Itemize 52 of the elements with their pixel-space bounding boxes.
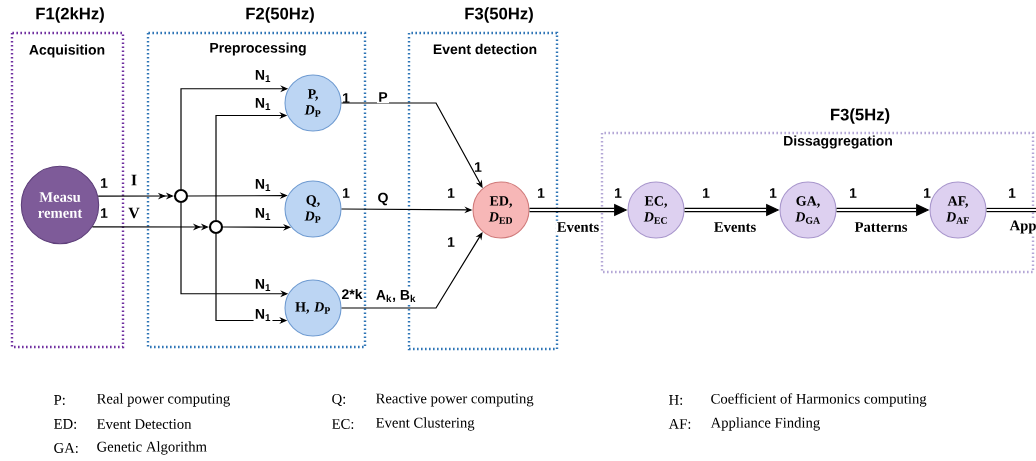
edge-label: A$_{k}$, B$_{k}$ bbox=[374, 288, 418, 304]
legend-description: Genetic Algorithm bbox=[97, 441, 207, 455]
legend-abbreviation: GA: bbox=[54, 443, 78, 453]
port-number: 1 bbox=[770, 188, 777, 198]
legend-abbreviation: EC: bbox=[332, 419, 354, 429]
edge-label: N$_{1}$ bbox=[253, 206, 273, 222]
group-heading: Event detection bbox=[433, 43, 537, 55]
edge-label: Events bbox=[712, 220, 758, 234]
frequency-title: F1(2kHz) bbox=[36, 7, 104, 23]
edge-label: I bbox=[129, 173, 139, 187]
legend-description: Event Detection bbox=[97, 419, 192, 429]
legend-abbreviation: P: bbox=[54, 395, 65, 405]
port-number: 1 bbox=[101, 208, 108, 218]
legend-description: Reactive power computing bbox=[376, 393, 534, 407]
legend-abbreviation: AF: bbox=[668, 419, 691, 429]
edge-label: Q bbox=[376, 191, 390, 207]
port-number: 1 bbox=[343, 188, 350, 198]
legend-description: Coefficient of Harmonics computing bbox=[711, 393, 927, 407]
port-number: 1 bbox=[538, 188, 545, 198]
group-heading: Acquisition bbox=[29, 44, 105, 58]
legend-abbreviation: H: bbox=[669, 395, 683, 405]
port-number: 1 bbox=[448, 188, 455, 198]
edge-label: Events bbox=[555, 220, 601, 234]
edge-label: P bbox=[377, 90, 389, 104]
edge-label: App bbox=[1008, 219, 1036, 235]
port-number: 1 bbox=[475, 162, 482, 172]
legend-abbreviation: Q: bbox=[332, 393, 346, 407]
legend-description: Real power computing bbox=[97, 393, 230, 407]
edge-label: N$_{1}$ bbox=[253, 68, 273, 84]
legend-description: Event Clustering bbox=[376, 417, 475, 431]
frequency-title: F2(50Hz) bbox=[246, 7, 314, 23]
port-number: 1 bbox=[615, 188, 622, 198]
port-number: 1 bbox=[343, 93, 350, 103]
port-number: 1 bbox=[1009, 188, 1016, 198]
group-heading: Preprocessing bbox=[210, 42, 306, 56]
group-heading: Dissaggregation bbox=[784, 135, 892, 149]
edge-label: N$_{1}$ bbox=[253, 277, 273, 293]
port-number: 1 bbox=[101, 178, 108, 188]
frequency-title: F3(5Hz) bbox=[831, 108, 890, 124]
edge-label: N$_{1}$ bbox=[253, 307, 273, 323]
port-number: 1 bbox=[924, 188, 931, 198]
frequency-title: F3(50Hz) bbox=[465, 7, 533, 23]
legend-abbreviation: ED: bbox=[54, 419, 77, 429]
legend-description: Appliance Finding bbox=[710, 417, 820, 431]
port-number: 1 bbox=[448, 237, 455, 247]
edge-label: N$_{1}$ bbox=[253, 177, 273, 193]
port-number: 2*k bbox=[341, 288, 363, 300]
edge-label: V bbox=[126, 206, 142, 220]
port-number: 1 bbox=[703, 188, 710, 198]
port-number: 1 bbox=[850, 188, 857, 198]
edge-label: N$_{1}$ bbox=[253, 96, 273, 112]
edge-label: Patterns bbox=[853, 220, 909, 234]
